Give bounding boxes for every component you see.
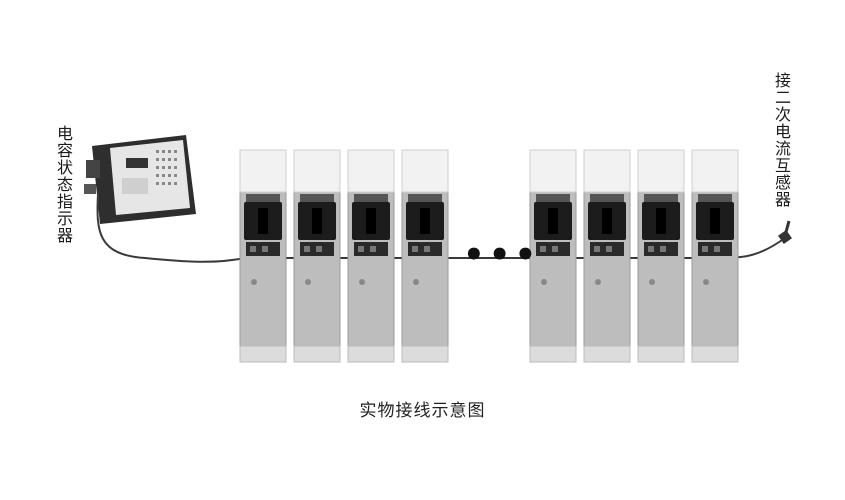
capacitor-module-left-4: [401, 149, 449, 363]
capacitor-module-right-3: [637, 149, 685, 363]
ct-connector: [778, 220, 792, 244]
capacitor-status-indicator-label: 电容状态指示器: [54, 125, 73, 244]
more-modules-ellipsis: •••: [463, 235, 541, 275]
capacitor-modules-right: [529, 149, 739, 363]
current-transformer-label: 接二次电流互感器: [772, 72, 791, 208]
diagram-caption: 实物接线示意图: [359, 401, 486, 421]
capacitor-module-right-1: [529, 149, 577, 363]
capacitor-module-left-3: [347, 149, 395, 363]
capacitor-module-left-2: [293, 149, 341, 363]
capacitor-module-right-2: [583, 149, 631, 363]
signal-cable: [96, 193, 786, 263]
status-indicator-device: [84, 135, 196, 224]
capacitor-module-right-4: [691, 149, 739, 363]
capacitor-modules-left: [239, 149, 449, 363]
capacitor-module-left-1: [239, 149, 287, 363]
